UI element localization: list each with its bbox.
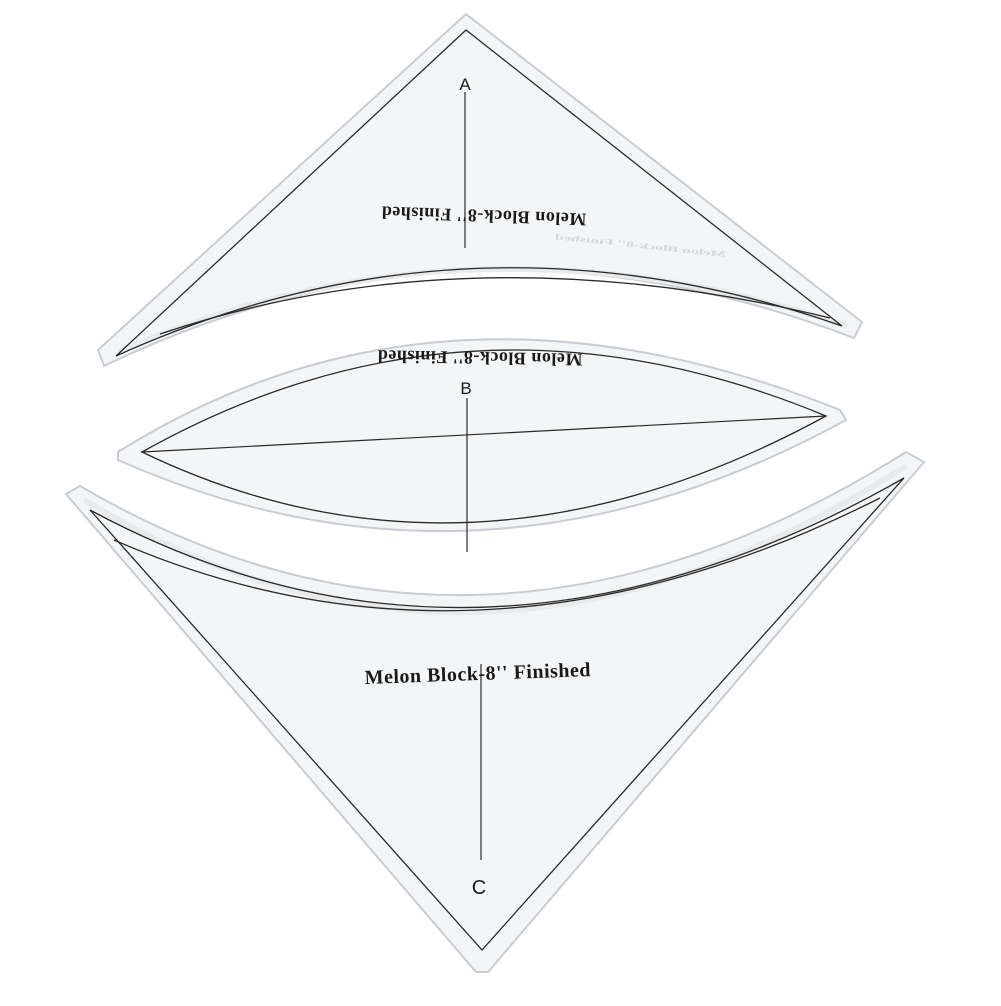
piece-c-outline: [89, 477, 905, 951]
piece-a-letter: A: [459, 75, 471, 94]
template-piece-a: A Melon Block-8'' Finished Melon Block-8…: [96, 12, 864, 368]
piece-b-label: Melon Block-8'' Finished: [377, 346, 582, 370]
piece-c-bevel: [82, 463, 908, 615]
piece-c-seam-curve: [113, 497, 881, 612]
piece-a-outline: [115, 29, 843, 357]
piece-a-seam-curve: [159, 277, 831, 335]
piece-b-body: [117, 338, 848, 533]
template-piece-c: C Melon Block-8'' Finished: [64, 450, 926, 973]
piece-c-letter: C: [472, 877, 486, 899]
template-piece-b: B Melon Block-8'' Finished: [117, 338, 848, 552]
piece-b-horizontal-line: [141, 415, 827, 453]
piece-b-letter: B: [460, 379, 471, 398]
piece-c-body: [64, 450, 926, 973]
